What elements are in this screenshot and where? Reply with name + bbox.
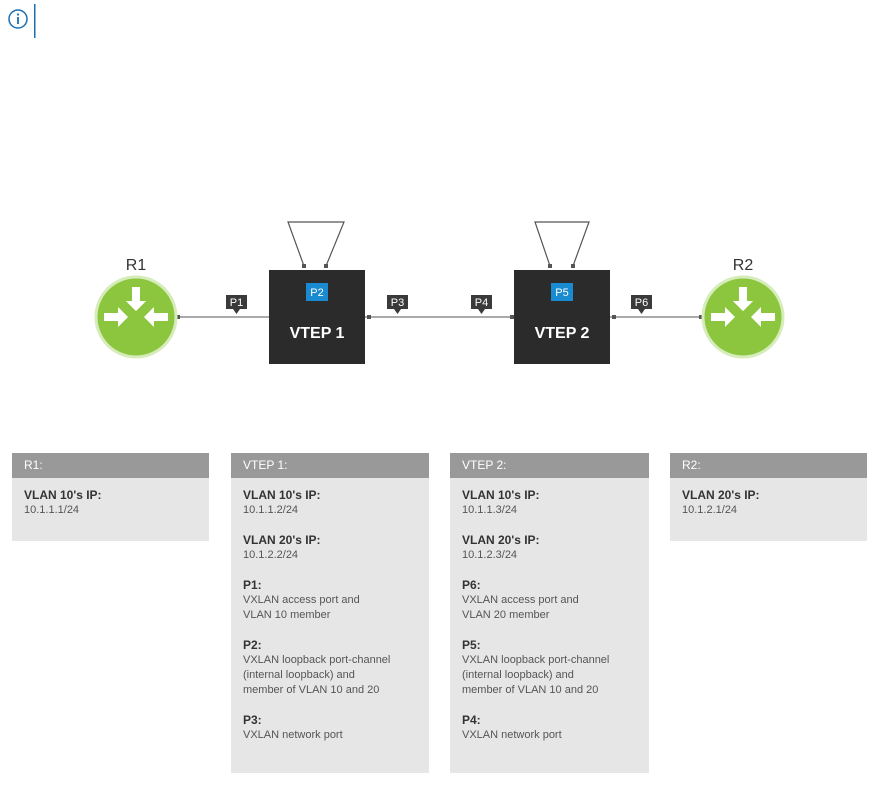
vtep1-switch: P2 VTEP 1	[269, 270, 365, 364]
panel-vtep2: VTEP 2: VLAN 10's IP: 10.1.1.3/24 VLAN 2…	[450, 453, 649, 773]
entry: VLAN 10's IP: 10.1.1.1/24	[24, 488, 102, 516]
loopback-endpoint	[302, 264, 306, 268]
port-p6-tag: P6	[631, 295, 652, 314]
loopback-endpoint	[571, 264, 575, 268]
svg-text:P6: P6	[635, 297, 648, 309]
link-endpoint	[612, 315, 616, 319]
panel-vtep1-title: VTEP 1:	[231, 453, 429, 478]
port-p5-badge	[551, 283, 573, 301]
info-circle-icon	[8, 4, 36, 38]
svg-text:P4: P4	[475, 297, 488, 309]
port-p1-tag: P1	[226, 295, 247, 314]
panel-vtep2-body: VLAN 10's IP: 10.1.1.3/24 VLAN 20's IP: …	[450, 478, 649, 753]
entry: VLAN 20's IP: 10.1.2.2/24	[243, 533, 321, 561]
link-endpoint	[367, 315, 371, 319]
port-p2-label: P2	[310, 287, 323, 299]
svg-text:P3: P3	[391, 297, 404, 309]
vtep2-switch: P5 VTEP 2	[514, 270, 610, 364]
loopback-cable-vtep1	[287, 221, 345, 267]
entry: P4: VXLAN network port	[462, 713, 562, 741]
router-r1: R1	[94, 257, 178, 359]
loopback-endpoint	[548, 264, 552, 268]
router-r2-label: R2	[733, 257, 754, 274]
port-p5-label: P5	[555, 287, 568, 299]
panel-r2-body: VLAN 20's IP: 10.1.2.1/24	[670, 478, 867, 528]
entry: P2: VXLAN loopback port-channel (interna…	[243, 638, 391, 696]
panel-vtep2-title: VTEP 2:	[450, 453, 649, 478]
panel-r2-title: R2:	[670, 453, 867, 478]
router-r2: R2	[701, 257, 785, 359]
entry: VLAN 20's IP: 10.1.2.1/24	[682, 488, 760, 516]
vtep2-label: VTEP 2	[535, 325, 590, 342]
port-p2-badge	[306, 283, 328, 301]
entry: VLAN 10's IP: 10.1.1.3/24	[462, 488, 540, 516]
entry: VLAN 20's IP: 10.1.2.3/24	[462, 533, 540, 561]
entry: P1: VXLAN access port and VLAN 10 member	[243, 578, 360, 621]
router-arrows-icon	[104, 287, 168, 327]
router-arrows-icon	[711, 287, 775, 327]
vtep1-label: VTEP 1	[290, 325, 345, 342]
entry: P6: VXLAN access port and VLAN 20 member	[462, 578, 579, 621]
router-r1-label: R1	[126, 257, 147, 274]
link-endpoint	[510, 315, 514, 319]
loopback-endpoint	[324, 264, 328, 268]
port-p3-tag: P3	[387, 295, 408, 314]
panel-r1-title: R1:	[12, 453, 209, 478]
panel-vtep1: VTEP 1: VLAN 10's IP: 10.1.1.2/24 VLAN 2…	[231, 453, 429, 773]
svg-text:P1: P1	[230, 297, 243, 309]
loopback-cable-vtep2	[534, 221, 590, 267]
link-endpoint	[699, 315, 703, 319]
entry: P5: VXLAN loopback port-channel (interna…	[462, 638, 610, 696]
entry: P3: VXLAN network port	[243, 713, 343, 741]
panel-r1: R1: VLAN 10's IP: 10.1.1.1/24	[12, 453, 209, 541]
entry: VLAN 10's IP: 10.1.1.2/24	[243, 488, 321, 516]
port-p4-tag: P4	[471, 295, 492, 314]
network-topology-diagram: P2 VTEP 1 P5 VTEP 2 P1 P3 P4 P6 R1	[94, 221, 785, 364]
panel-r2: R2: VLAN 20's IP: 10.1.2.1/24	[670, 453, 867, 541]
panel-vtep1-body: VLAN 10's IP: 10.1.1.2/24 VLAN 20's IP: …	[231, 478, 429, 753]
panel-r1-body: VLAN 10's IP: 10.1.1.1/24	[12, 478, 209, 528]
link-endpoint	[176, 315, 180, 319]
